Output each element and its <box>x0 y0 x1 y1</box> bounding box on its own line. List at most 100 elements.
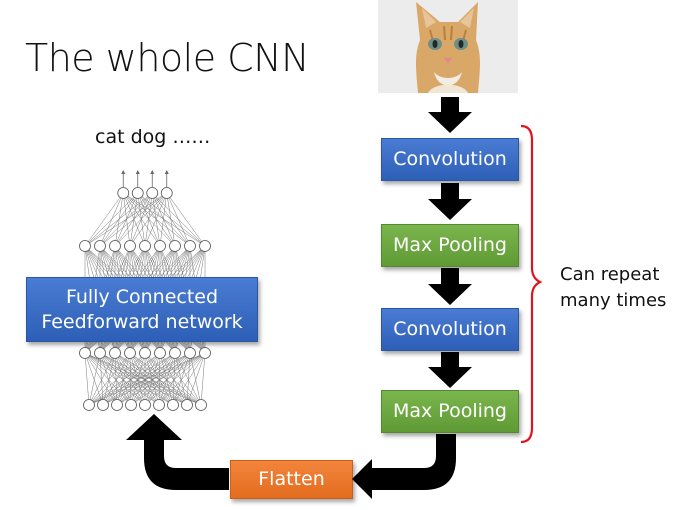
network-connection <box>114 352 146 406</box>
max-pooling-block-2[interactable]: Max Pooling <box>381 390 519 433</box>
output-arrowhead-icon <box>164 170 169 174</box>
network-connection <box>84 352 132 406</box>
network-connection <box>159 352 188 406</box>
network-connection <box>84 352 160 406</box>
network-node <box>139 240 151 252</box>
network-connection <box>84 192 124 247</box>
arrow-down-icon <box>428 268 472 305</box>
fully-connected-network-block[interactable]: Fully Connected Feedforward network <box>26 277 258 342</box>
network-connection <box>114 352 132 406</box>
convolution-block-2[interactable]: Convolution <box>381 308 519 351</box>
network-node <box>94 240 106 252</box>
network-connection <box>88 352 176 406</box>
network-connection <box>84 352 118 406</box>
network-node <box>125 399 137 411</box>
network-connection <box>144 352 191 406</box>
network-connection <box>84 352 202 406</box>
network-node <box>139 399 151 411</box>
network-connection <box>84 352 90 406</box>
network-node <box>169 347 181 359</box>
network-connection <box>130 352 191 406</box>
network-connection <box>130 352 146 406</box>
network-connection <box>84 352 104 406</box>
network-connection <box>99 352 160 406</box>
network-connection <box>88 352 131 406</box>
network-connection <box>84 192 167 247</box>
network-node <box>131 187 144 199</box>
network-connection <box>114 352 174 406</box>
network-connection <box>99 352 188 406</box>
network-connection <box>200 352 206 406</box>
network-node <box>111 399 123 411</box>
network-connection <box>99 352 132 406</box>
network-connection <box>116 352 176 406</box>
slide-title: The whole CNN <box>25 36 310 80</box>
network-connection <box>144 352 160 406</box>
network-connection <box>172 352 206 406</box>
network-connection <box>116 352 146 406</box>
network-connection <box>186 352 206 406</box>
arrow-down-icon <box>428 183 472 220</box>
network-connection <box>158 352 176 406</box>
network-connection <box>88 352 161 406</box>
output-classes-label: cat dog …… <box>95 126 211 148</box>
network-connection <box>102 352 131 406</box>
network-connection <box>102 352 146 406</box>
network-connection <box>114 352 188 406</box>
repeat-annotation-line1: Can repeat <box>560 264 660 285</box>
network-node <box>146 187 159 199</box>
network-connection <box>158 352 161 406</box>
network-connection <box>99 192 167 247</box>
network-connection <box>174 352 202 406</box>
network-node <box>184 240 196 252</box>
network-connection <box>166 192 191 247</box>
network-connection <box>174 352 188 406</box>
network-node <box>154 347 166 359</box>
network-connection <box>144 352 174 406</box>
network-connection <box>144 352 176 406</box>
network-node <box>97 399 109 411</box>
network-node <box>79 240 91 252</box>
network-connection <box>114 352 118 406</box>
network-connection <box>130 352 176 406</box>
arrow-down-icon <box>428 97 472 133</box>
network-connection <box>129 352 202 406</box>
network-connection <box>166 192 176 247</box>
network-connection <box>84 192 138 247</box>
network-node <box>199 347 211 359</box>
network-connection <box>114 192 167 247</box>
network-connection <box>88 352 116 406</box>
network-node <box>167 399 179 411</box>
network-node <box>109 347 121 359</box>
network-connection <box>129 352 146 406</box>
network-connection <box>114 352 202 406</box>
repeat-annotation: Can repeat many times <box>560 262 666 314</box>
network-connection <box>116 352 131 406</box>
network-node <box>195 399 207 411</box>
network-node <box>153 399 165 411</box>
network-connection <box>144 352 188 406</box>
network-connection <box>99 352 104 406</box>
network-connection <box>116 352 206 406</box>
curved-arrow-to-flatten-icon <box>352 434 456 499</box>
fc-label-line1: Fully Connected <box>65 285 219 308</box>
repeat-annotation-line2: many times <box>560 290 667 312</box>
cat-illustration <box>378 0 518 93</box>
network-connection <box>129 352 188 406</box>
output-arrowhead-icon <box>150 170 155 174</box>
curved-arrow-to-network-icon <box>126 414 229 490</box>
network-connection <box>88 352 146 406</box>
network-connection <box>130 352 161 406</box>
flatten-block[interactable]: Flatten <box>230 460 353 499</box>
network-connection <box>158 352 206 406</box>
network-connection <box>84 192 153 247</box>
network-node <box>117 187 130 199</box>
network-node <box>169 240 181 252</box>
network-node <box>83 399 95 411</box>
network-connection <box>129 352 132 406</box>
network-connection <box>99 352 118 406</box>
max-pooling-block-1[interactable]: Max Pooling <box>381 224 519 267</box>
convolution-block-1[interactable]: Convolution <box>381 138 519 181</box>
network-connection <box>99 352 174 406</box>
curly-bracket-icon <box>520 124 543 444</box>
